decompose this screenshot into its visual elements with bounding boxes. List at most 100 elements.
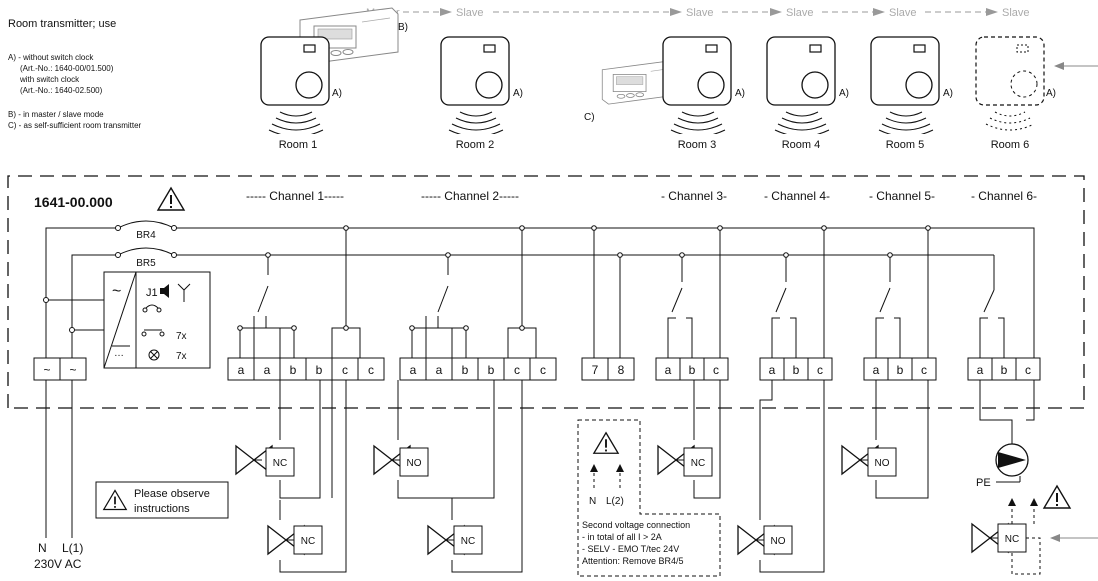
valve-ch4: NO bbox=[737, 525, 793, 555]
mark-a-room6: A) bbox=[1046, 88, 1056, 99]
valve-ch1-bottom-type: NC bbox=[301, 536, 315, 547]
channel-3-label: - Channel 3- bbox=[661, 189, 727, 203]
terminal-label: a bbox=[264, 363, 271, 377]
mark-a-room3: A) bbox=[735, 88, 745, 99]
channel-5-label: - Channel 5- bbox=[869, 189, 935, 203]
supply-l: L(1) bbox=[62, 541, 83, 555]
second-voltage-warning-icon bbox=[593, 432, 619, 454]
legend-a-line4: (Art.-No.: 1640-02.500) bbox=[20, 86, 103, 95]
terminal-label: c bbox=[713, 363, 719, 377]
valve-ch6-type: NC bbox=[1005, 534, 1019, 545]
second-voltage-l: L(2) bbox=[606, 496, 624, 507]
terminal-label: a bbox=[665, 363, 672, 377]
terminal-aux-2 bbox=[607, 357, 635, 381]
terminal-label: c bbox=[921, 363, 927, 377]
leds-count: 7x bbox=[176, 331, 187, 342]
lamps-count: 7x bbox=[176, 351, 187, 362]
external-wiring bbox=[45, 380, 1035, 573]
terminal-label: a bbox=[873, 363, 880, 377]
relay-wiring bbox=[237, 225, 1005, 358]
valve-ch1-bottom: NC bbox=[267, 525, 323, 555]
terminal-label: b bbox=[793, 363, 800, 377]
svg-text:…: … bbox=[114, 348, 124, 359]
second-voltage-line3: - SELV - EMO T/tec 24V bbox=[582, 544, 679, 554]
jumper-label: J1 bbox=[146, 287, 158, 299]
room-5-label: Room 5 bbox=[886, 139, 925, 151]
valve-ch2-bottom-type: NC bbox=[461, 536, 475, 547]
valve-ch3-type: NC bbox=[691, 458, 705, 469]
terminal-ch3-3 bbox=[703, 357, 729, 381]
mark-a-room5: A) bbox=[943, 88, 953, 99]
legend-title: Room transmitter; use bbox=[8, 18, 116, 30]
mark-c: C) bbox=[584, 112, 595, 123]
supply-n: N bbox=[38, 541, 47, 555]
terminal-ch1-6 bbox=[357, 357, 385, 381]
legend-c-line: C) - as self-sufficient room transmitter bbox=[8, 121, 142, 130]
terminal-label: c bbox=[1025, 363, 1031, 377]
terminal-label: c bbox=[540, 363, 546, 377]
slave-label-3: Slave bbox=[786, 7, 814, 19]
room-transmitter-5: A) Room 5 bbox=[870, 36, 953, 151]
second-voltage-line4: Attention: Remove BR4/5 bbox=[582, 556, 684, 566]
room-transmitter-1: A) Room 1 bbox=[260, 36, 342, 151]
terminal-label: b bbox=[488, 363, 495, 377]
terminal-ch2-6 bbox=[529, 357, 557, 381]
terminal-label: a bbox=[410, 363, 417, 377]
mark-a-room2: A) bbox=[513, 88, 523, 99]
terminal-ch5-3 bbox=[911, 357, 937, 381]
room-transmitter-6: A) Room 6 bbox=[975, 36, 1056, 151]
notice-line1: Please observe bbox=[134, 488, 210, 500]
article-number: 1641-00.000 bbox=[34, 194, 113, 210]
terminal-label: a bbox=[977, 363, 984, 377]
room-4-label: Room 4 bbox=[782, 139, 821, 151]
legend-b-line: B) - in master / slave mode bbox=[8, 110, 104, 119]
terminal-label: b bbox=[897, 363, 904, 377]
slave-label-4: Slave bbox=[889, 7, 917, 19]
slave-label-1: Slave bbox=[456, 7, 484, 19]
slave-label-5: Slave bbox=[1002, 7, 1030, 19]
terminal-label: c bbox=[817, 363, 823, 377]
mark-a-room4: A) bbox=[839, 88, 849, 99]
supply-voltage: 230V AC bbox=[34, 557, 82, 571]
mark-b: B) bbox=[398, 22, 408, 33]
pump-pe: PE bbox=[976, 477, 991, 489]
master-slave-line: Master Slave Slave Slave Slave Slave bbox=[366, 7, 1030, 19]
power-supply-block: ~ … J1 7x 7x bbox=[103, 271, 211, 369]
valve-ch1-top-type: NC bbox=[273, 458, 287, 469]
terminal-label: b bbox=[316, 363, 323, 377]
legend-a-line2: (Art.-No.: 1640-00/01.500) bbox=[20, 64, 114, 73]
terminal-label: 8 bbox=[618, 363, 625, 377]
mark-a-room1: A) bbox=[332, 88, 342, 99]
valve-ch1-top: NC bbox=[235, 445, 295, 477]
terminal-ch6-3 bbox=[1015, 357, 1041, 381]
valve-ch2-top-type: NO bbox=[407, 458, 422, 469]
channel-1-label: ----- Channel 1----- bbox=[246, 189, 344, 203]
legend: Room transmitter; use A) - without switc… bbox=[8, 18, 142, 130]
terminal-label: a bbox=[238, 363, 245, 377]
terminal-label: b bbox=[689, 363, 696, 377]
valve-ch4-type: NO bbox=[771, 536, 786, 547]
fuse-br5: BR5 bbox=[136, 258, 156, 269]
channel-6-label: - Channel 6- bbox=[971, 189, 1037, 203]
room-6-label: Room 6 bbox=[991, 139, 1030, 151]
notice-line2: instructions bbox=[134, 503, 190, 515]
valve-ch3: NC bbox=[657, 445, 713, 477]
valve-ch5: NO bbox=[841, 445, 897, 477]
fuse-br4: BR4 bbox=[136, 230, 156, 241]
svg-text:~: ~ bbox=[112, 283, 121, 300]
terminal-label: c bbox=[368, 363, 374, 377]
room-transmitter-3: A) Room 3 bbox=[662, 36, 745, 151]
terminal-label: b bbox=[1001, 363, 1008, 377]
valve-ch5-type: NO bbox=[875, 458, 890, 469]
terminal-label: b bbox=[462, 363, 469, 377]
module-border bbox=[7, 175, 1085, 409]
room-1-label: Room 1 bbox=[279, 139, 318, 151]
bus-lines bbox=[43, 220, 1035, 358]
channel-4-label: - Channel 4- bbox=[764, 189, 830, 203]
second-voltage-line1: Second voltage connection bbox=[582, 520, 690, 530]
terminal-label: a bbox=[769, 363, 776, 377]
channel-2-label: ----- Channel 2----- bbox=[421, 189, 519, 203]
terminal-label: ~ bbox=[43, 363, 50, 377]
